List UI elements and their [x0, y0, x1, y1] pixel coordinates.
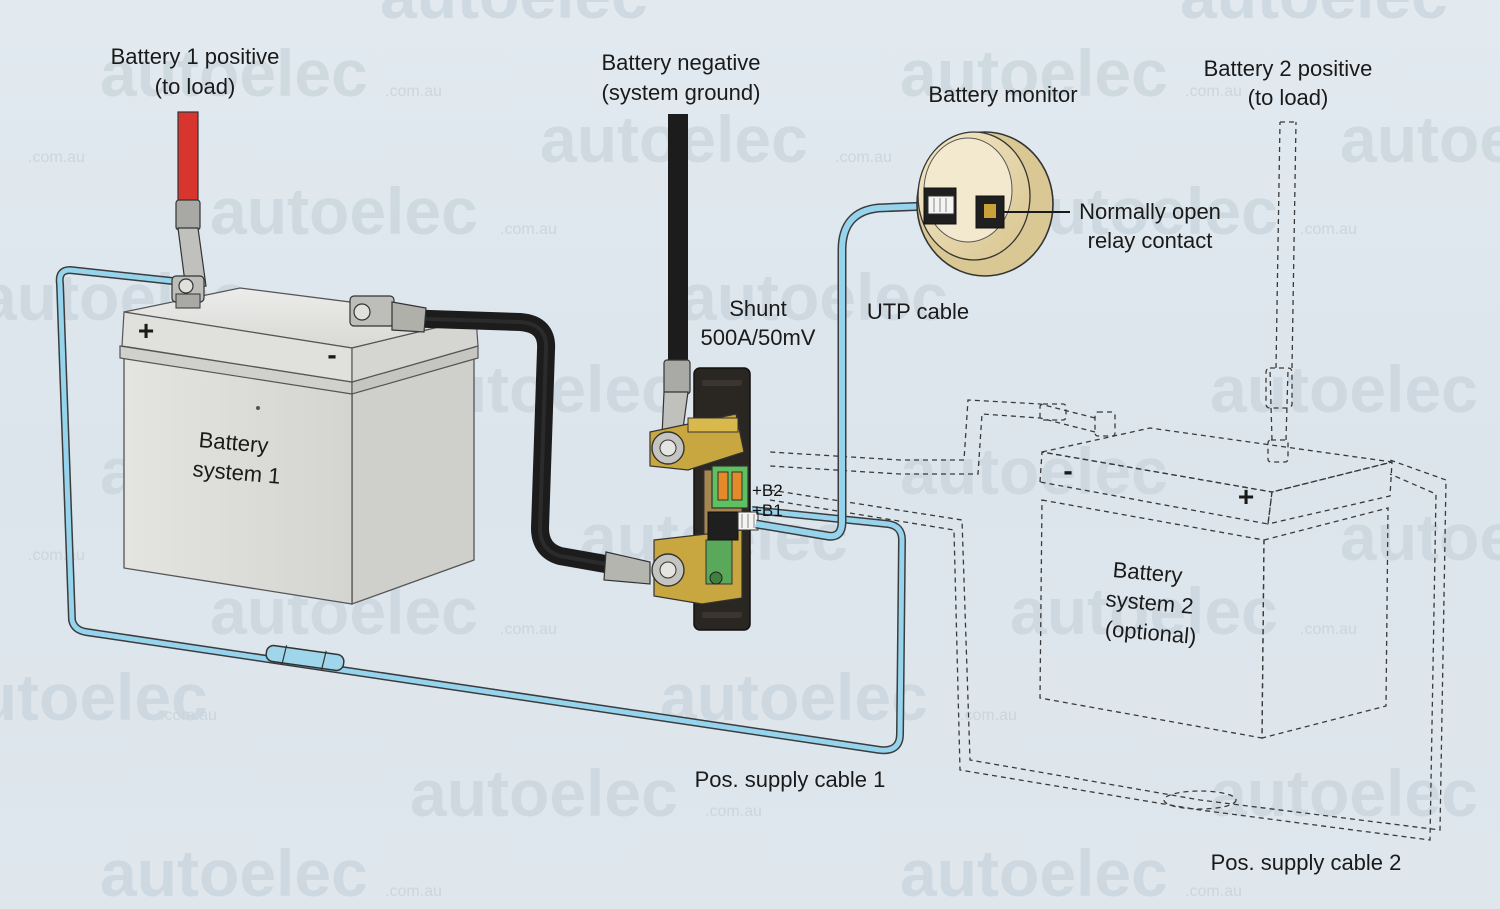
label-shunt: Shunt [729, 296, 787, 321]
svg-text:autoelec: autoelec [900, 836, 1168, 909]
svg-text:.com.au: .com.au [835, 149, 892, 166]
svg-text:.com.au: .com.au [960, 707, 1017, 724]
battery-system-1 [119, 287, 479, 605]
battery2-minus-sign: - [1063, 455, 1072, 486]
svg-text:autoelec: autoelec [900, 434, 1168, 508]
svg-text:.com.au: .com.au [1185, 83, 1242, 100]
svg-text:.com.au: .com.au [28, 149, 85, 166]
svg-text:autoelec: autoelec [410, 756, 678, 830]
svg-text:autoelec: autoelec [210, 174, 478, 248]
svg-text:autoelec: autoelec [0, 660, 208, 734]
label-battery2: Battery [1112, 557, 1184, 588]
svg-text:.com.au: .com.au [1300, 621, 1357, 638]
labels: Battery 1 positive (to load) Battery neg… [111, 44, 1402, 875]
svg-text:autoelec: autoelec [100, 36, 368, 110]
svg-text:.com.au: .com.au [705, 803, 762, 820]
battery1-positive-lead [171, 111, 207, 309]
svg-text:autoelec: autoelec [1010, 574, 1278, 648]
label-battery-negative-sub: (system ground) [602, 80, 761, 105]
label-shunt-rating: 500A/50mV [701, 325, 816, 350]
label-battery1: Battery [198, 427, 270, 458]
label-pos-supply-cable-2: Pos. supply cable 2 [1211, 850, 1402, 875]
battery-system-2 [769, 121, 1447, 841]
inline-fuse-1 [265, 644, 345, 672]
svg-text:autoelec: autoelec [1210, 352, 1478, 426]
svg-text:autoelec: autoelec [1210, 756, 1478, 830]
svg-text:.com.au: .com.au [28, 547, 85, 564]
label-battery1-positive: Battery 1 positive [111, 44, 280, 69]
svg-text:autoelec: autoelec [100, 836, 368, 909]
label-terminal-b2: +B2 [752, 481, 783, 500]
svg-text:autoelec: autoelec [1340, 500, 1500, 574]
label-utp-cable: UTP cable [867, 299, 969, 324]
svg-text:.com.au: .com.au [385, 83, 442, 100]
battery-monitor [916, 131, 1070, 277]
label-relay: Normally open [1079, 199, 1221, 224]
battery1-plus-sign: + [138, 315, 154, 346]
svg-text:autoelec: autoelec [1340, 102, 1500, 176]
label-battery-negative: Battery negative [602, 50, 761, 75]
svg-text:.com.au: .com.au [160, 707, 217, 724]
battery1-negative-cable [349, 295, 651, 585]
svg-text:autoelec: autoelec [380, 0, 648, 32]
shunt [649, 367, 759, 631]
label-battery2-positive-sub: (to load) [1248, 85, 1329, 110]
pos-supply-cable-1 [55, 266, 906, 755]
battery2-plus-sign: + [1238, 481, 1254, 512]
svg-text:.com.au: .com.au [385, 883, 442, 900]
utp-cable [755, 201, 929, 541]
label-relay-sub: relay contact [1088, 228, 1213, 253]
battery1-minus-sign: - [327, 339, 336, 370]
svg-text:.com.au: .com.au [500, 621, 557, 638]
svg-text:.com.au: .com.au [1185, 883, 1242, 900]
label-terminal-b1: +B1 [752, 501, 783, 520]
svg-text:autoelec: autoelec [1180, 0, 1448, 32]
label-pos-supply-cable-1: Pos. supply cable 1 [695, 767, 886, 792]
svg-text:autoelec: autoelec [900, 36, 1168, 110]
label-battery1-positive-sub: (to load) [155, 74, 236, 99]
svg-text:autoelec: autoelec [680, 260, 948, 334]
svg-text:.com.au: .com.au [1300, 221, 1357, 238]
label-battery2-positive: Battery 2 positive [1204, 56, 1373, 81]
label-battery-monitor: Battery monitor [928, 82, 1077, 107]
svg-text:.com.au: .com.au [500, 221, 557, 238]
